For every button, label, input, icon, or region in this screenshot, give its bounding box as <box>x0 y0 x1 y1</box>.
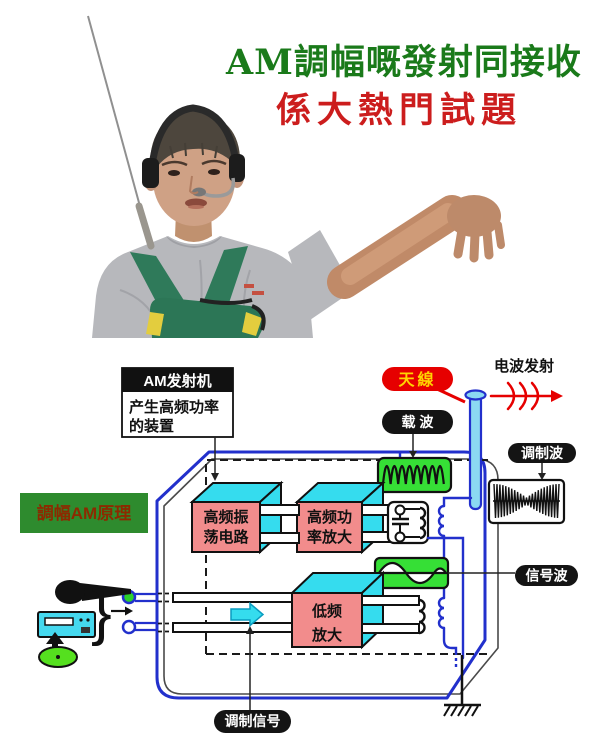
modulated-wave-box <box>487 478 566 525</box>
dotted-lead <box>158 592 173 633</box>
principle-label: 調幅AM原理 <box>20 493 148 533</box>
input-arrow <box>111 606 133 616</box>
title-line-1: AM調幅嘅發射同接收 <box>226 42 582 83</box>
af-primary-coil <box>418 598 426 635</box>
headset-earcup-left <box>142 158 159 188</box>
antenna-base-tube <box>135 202 155 250</box>
arrowhead-down <box>211 473 219 481</box>
transmitter-desc1: 产生高频功率 <box>129 398 219 416</box>
terminal-white <box>121 619 137 635</box>
antenna-label: 天線 <box>382 367 453 391</box>
transmitter-callout: AM发射机 产生高频功率 的装置 <box>121 367 234 481</box>
am-transmitter-diagram: AM发射机 产生高频功率 的装置 調幅AM原理 电波发射 天線 <box>20 357 578 733</box>
transmitter-desc2: 的装置 <box>129 417 174 435</box>
svg-text:信号波: 信号波 <box>526 568 569 584</box>
finger <box>469 229 480 263</box>
tank-inductor <box>419 506 427 540</box>
enclosure-outline <box>163 458 499 695</box>
transmitter-header: AM发射机 <box>143 372 211 390</box>
svg-text:放大: 放大 <box>311 626 342 644</box>
pack-yellow-left <box>146 312 164 336</box>
mod-signal-label: 调制信号 <box>214 626 291 733</box>
terminal-dot <box>394 504 406 516</box>
emission-arrow <box>489 381 563 411</box>
carrier-wave-box <box>376 456 453 494</box>
record-up-arrow <box>46 632 64 648</box>
antenna-feed-wire <box>442 496 473 508</box>
coupling-bar <box>361 623 420 634</box>
coupling-bar <box>361 595 420 606</box>
finger <box>494 221 505 249</box>
nose <box>188 175 199 195</box>
record-disc <box>38 646 78 668</box>
group-brace: } <box>91 578 112 647</box>
ground-symbol <box>443 655 481 717</box>
af-secondary-coil <box>437 596 446 630</box>
svg-text:天線: 天線 <box>398 370 436 389</box>
hair <box>149 111 241 173</box>
forearm-highlight <box>341 203 457 285</box>
svg-text:調幅AM原理: 調幅AM原理 <box>37 503 131 523</box>
rf-secondary-coil <box>437 504 446 538</box>
svg-text:高频功: 高频功 <box>307 508 352 526</box>
input-lead <box>172 592 293 603</box>
headset-earcup-right <box>229 154 245 182</box>
svg-text:调制信号: 调制信号 <box>225 713 281 729</box>
lower-lip <box>188 205 204 209</box>
svg-text:载 波: 载 波 <box>402 414 435 430</box>
svg-text:高频振: 高频振 <box>203 508 248 526</box>
terminal-dot <box>394 531 406 543</box>
hf-power-amp-block: 高频功 率放大 <box>294 480 386 555</box>
mouth <box>185 198 207 208</box>
shirt-print <box>244 284 254 288</box>
headset-band <box>148 104 240 166</box>
carrier-waveform <box>381 464 445 485</box>
boom-mic-tip <box>192 187 206 197</box>
antenna-callout-tail <box>436 387 466 404</box>
svg-text:调制波: 调制波 <box>521 445 564 461</box>
coupling-bar <box>259 504 300 516</box>
modulated-waveform <box>493 483 560 519</box>
svg-text:率放大: 率放大 <box>307 528 352 546</box>
antenna-rod <box>464 389 487 511</box>
tank-ground-wire <box>426 536 465 660</box>
title-line-2: 係大熱門試題 <box>276 90 523 131</box>
coupling-bar <box>259 532 300 544</box>
emission-label: 电波发射 <box>494 357 554 375</box>
hair-fringe <box>169 142 218 159</box>
finger <box>482 227 494 260</box>
microphone <box>55 580 131 604</box>
carrier-label: 载 波 <box>382 410 453 458</box>
eye-left <box>168 170 180 176</box>
lc-tank-circuit <box>386 500 430 545</box>
svg-text:低频: 低频 <box>311 602 342 620</box>
signal-wave-box <box>373 556 450 590</box>
pack-yellow-right <box>242 312 262 336</box>
lf-amp-block: 低频 放大 <box>289 570 386 650</box>
pack-cables <box>199 298 266 331</box>
modulated-label: 调制波 <box>508 443 576 480</box>
input-lead <box>172 622 293 633</box>
signal-flow-arrow <box>230 601 265 628</box>
shirt-print <box>252 291 264 295</box>
finger <box>453 225 467 259</box>
af-ground-wire <box>442 626 458 654</box>
eyebrows <box>161 159 227 167</box>
svg-text:荡电路: 荡电路 <box>203 528 249 546</box>
eye-right <box>208 169 220 175</box>
collar <box>166 236 222 248</box>
photo-man-with-headset <box>87 15 505 338</box>
signal-label: 信号波 <box>515 565 578 586</box>
tape-player <box>37 611 96 638</box>
chest-pack <box>150 297 265 338</box>
